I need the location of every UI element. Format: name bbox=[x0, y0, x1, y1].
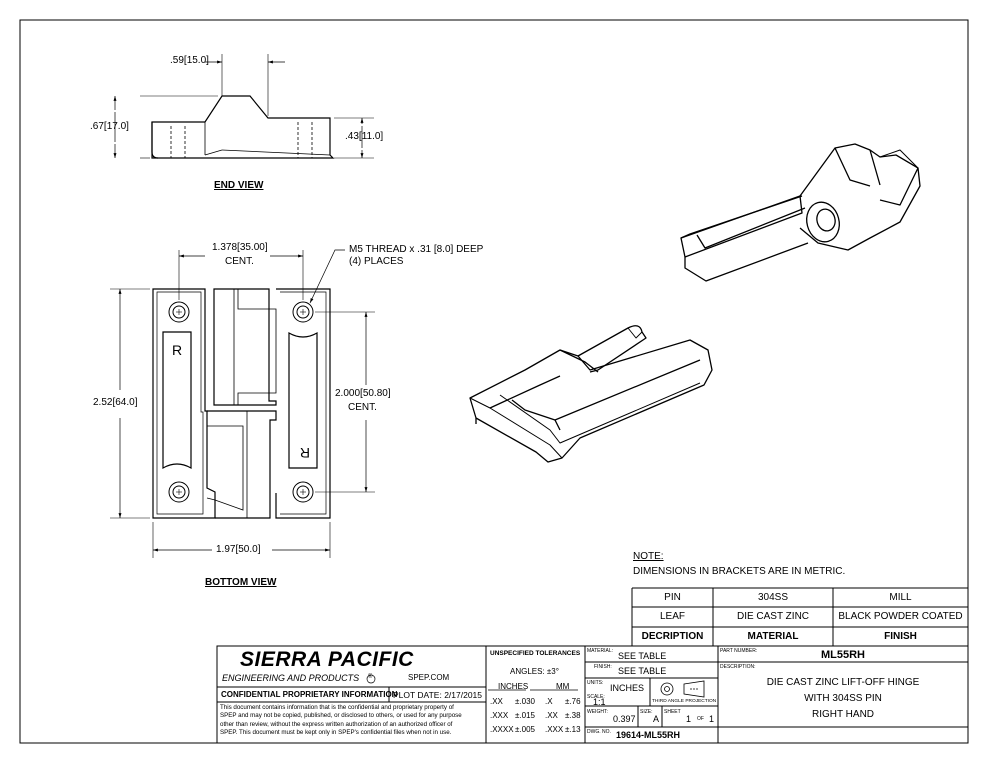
end-view-height-dim: .67[17.0] bbox=[90, 121, 129, 132]
bottom-view-width-dim: 1.97[50.0] bbox=[216, 544, 261, 555]
part-number: ML55RH bbox=[820, 649, 865, 661]
left-slot bbox=[162, 331, 192, 470]
tol-inch-row2: .XXX±.015 bbox=[490, 711, 535, 720]
note-text: DIMENSIONS IN BRACKETS ARE IN METRIC. bbox=[633, 566, 846, 577]
end-view bbox=[113, 54, 374, 159]
tol-inch-row1: .XX±.030 bbox=[490, 697, 535, 706]
finish-label: FINISH: bbox=[594, 664, 612, 670]
projection-label: THIRD ANGLE PROJECTION bbox=[652, 699, 717, 704]
size-label: SIZE: bbox=[640, 709, 653, 715]
end-view-step-dim: .43[11.0] bbox=[345, 131, 384, 142]
registered-mark-icon bbox=[366, 674, 376, 684]
confidential-title: CONFIDENTIAL PROPRIETARY INFORMATION bbox=[221, 690, 398, 699]
bom-header-desc: DECRIPTION bbox=[641, 631, 704, 642]
scale-label: SCALE: bbox=[587, 694, 605, 700]
bottom-view bbox=[110, 249, 375, 558]
plot-date: PLOT DATE: 2/17/2015 bbox=[393, 690, 483, 700]
bom-header-material: MATERIAL bbox=[747, 631, 799, 642]
material-value: SEE TABLE bbox=[618, 651, 667, 661]
sheet-value: 1 bbox=[686, 714, 692, 724]
finish-value: SEE TABLE bbox=[618, 666, 667, 676]
company-website: SPEP.COM bbox=[408, 673, 450, 682]
right-leaf bbox=[275, 288, 331, 519]
scale-value: 1:1 bbox=[593, 697, 606, 707]
bottom-view-cent-dim: 1.378[35.00] bbox=[212, 242, 268, 253]
third-angle-projection-icon bbox=[660, 680, 705, 698]
isometric-view-lower bbox=[469, 325, 713, 463]
tol-mm-row3: .XXX±.13 bbox=[545, 725, 581, 734]
isometric-view-upper bbox=[680, 143, 921, 282]
bom-row1-finish: MILL bbox=[889, 592, 912, 603]
bom-row2-finish: BLACK POWDER COATED bbox=[838, 611, 963, 622]
bom-row2-desc: LEAF bbox=[659, 611, 685, 622]
description-label: DESCRIPTION: bbox=[720, 664, 756, 670]
size-value: A bbox=[653, 714, 660, 724]
description: DIE CAST ZINC LIFT-OFF HINGE WITH 304SS … bbox=[766, 677, 920, 720]
thread-note-line2: (4) PLACES bbox=[349, 256, 404, 267]
dwg-label: DWG. NO. bbox=[587, 729, 611, 735]
bom-header-finish: FINISH bbox=[884, 631, 917, 642]
tol-mm-row1: .X±.76 bbox=[545, 697, 581, 706]
company-subtitle: ENGINEERING AND PRODUCTS bbox=[222, 673, 360, 683]
leaf-mark-right: R bbox=[300, 445, 310, 461]
end-view-title: END VIEW bbox=[214, 180, 264, 191]
part-number-label: PART NUMBER: bbox=[720, 648, 758, 654]
right-slot bbox=[288, 331, 318, 469]
thread-note-line1: M5 THREAD x .31 [8.0] DEEP bbox=[349, 244, 484, 255]
registered-mark: ® bbox=[368, 674, 373, 680]
tolerances-title: UNSPECIFIED TOLERANCES bbox=[490, 650, 581, 657]
end-view-width-dim: .59[15.0] bbox=[170, 55, 209, 66]
bom-row1-desc: PIN bbox=[664, 592, 681, 603]
weight-value: 0.397 bbox=[613, 714, 636, 724]
company-name: SIERRA PACIFIC bbox=[240, 648, 414, 671]
end-view-outline bbox=[151, 95, 335, 159]
material-label: MATERIAL: bbox=[587, 648, 614, 654]
bottom-view-cent-label: CENT. bbox=[225, 256, 254, 267]
bom-row1-material: 304SS bbox=[757, 592, 789, 603]
tolerances-angles: ANGLES: ±3° bbox=[510, 667, 559, 676]
leaf-mark-left: R bbox=[172, 342, 182, 358]
weight-label: WEIGHT: bbox=[587, 709, 608, 715]
bottom-view-title: BOTTOM VIEW bbox=[205, 577, 277, 588]
note-heading: NOTE: bbox=[633, 551, 664, 562]
bottom-view-vcent-label: CENT. bbox=[348, 402, 377, 413]
sheet-total: 1 bbox=[709, 714, 715, 724]
sheet-label: SHEET bbox=[664, 709, 681, 715]
units-label: UNITS: bbox=[587, 680, 604, 686]
tol-mm-row2: .XX±.38 bbox=[545, 711, 581, 720]
thread-holes bbox=[168, 301, 314, 503]
confidential-text: This document contains information that … bbox=[220, 704, 462, 737]
bottom-view-height-dim: 2.52[64.0] bbox=[93, 397, 138, 408]
tolerances-inches-label: INCHES bbox=[498, 682, 529, 691]
bom-row2-material: DIE CAST ZINC bbox=[736, 611, 810, 622]
units-value: INCHES bbox=[610, 683, 645, 693]
bottom-view-vcent-dim: 2.000[50.80] bbox=[335, 388, 391, 399]
of-label: OF bbox=[697, 716, 704, 722]
title-block bbox=[216, 645, 969, 744]
tol-inch-row3: .XXXX±.005 bbox=[490, 725, 535, 734]
dwg-number: 19614-ML55RH bbox=[616, 730, 681, 740]
tolerances-mm-label: MM bbox=[556, 682, 570, 691]
left-leaf bbox=[152, 288, 216, 519]
